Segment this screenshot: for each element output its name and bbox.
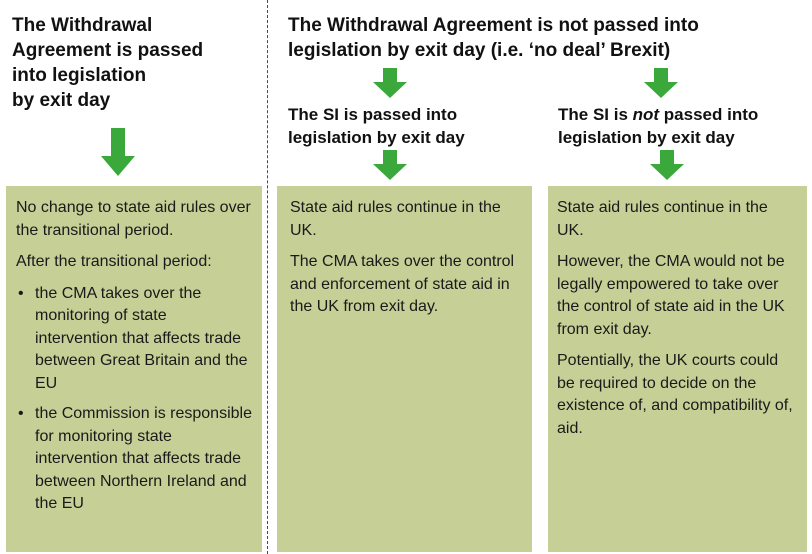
box-paragraph: However, the CMA would not be legally em… — [557, 253, 785, 338]
subheading-line: legislation by exit day — [558, 128, 735, 147]
heading-line: into legislation — [12, 65, 147, 86]
down-arrow-icon — [650, 150, 684, 180]
withdrawal-passed-heading: The Withdrawal Agreement is passed into … — [12, 13, 257, 113]
column-divider — [267, 0, 268, 554]
subheading-line: The SI is not passed into — [558, 103, 808, 126]
heading-line: legislation by exit day (i.e. ‘no deal’ … — [288, 40, 671, 61]
si-not-passed-subheading: The SI is not passed into legislation by… — [558, 103, 808, 149]
si-passed-box: State aid rules continue in the UK. The … — [277, 186, 532, 552]
withdrawal-passed-box: No change to state aid rules over the tr… — [6, 186, 262, 552]
bullet-item: the CMA takes over the monitoring of sta… — [16, 283, 252, 396]
heading-line: Agreement is passed — [12, 40, 204, 61]
bullet-item: the Commission is responsible for monito… — [16, 403, 252, 516]
bullet-list: the CMA takes over the monitoring of sta… — [16, 283, 252, 516]
heading-line: The Withdrawal Agreement is not passed i… — [288, 15, 699, 36]
subheading-text: passed into — [659, 105, 759, 124]
subheading-text: The SI is — [558, 105, 633, 124]
down-arrow-icon — [101, 128, 135, 176]
subheading-line: legislation by exit day — [288, 128, 465, 147]
box-paragraph: The CMA takes over the control and enfor… — [290, 253, 515, 315]
box-paragraph: State aid rules continue in the UK. — [290, 199, 501, 239]
box-paragraph: State aid rules continue in the UK. — [557, 199, 768, 239]
box-paragraph: Potentially, the UK courts could be requ… — [557, 352, 793, 437]
heading-line: by exit day — [12, 90, 111, 111]
subheading-emphasis: not — [632, 105, 660, 124]
si-not-passed-box: State aid rules continue in the UK. Howe… — [548, 186, 807, 552]
box-paragraph: No change to state aid rules over the tr… — [16, 199, 251, 239]
box-paragraph: After the transitional period: — [16, 253, 212, 270]
si-passed-subheading: The SI is passed into legislation by exi… — [288, 103, 538, 149]
withdrawal-not-passed-heading: The Withdrawal Agreement is not passed i… — [288, 13, 803, 63]
down-arrow-icon — [373, 68, 407, 98]
down-arrow-icon — [644, 68, 678, 98]
down-arrow-icon — [373, 150, 407, 180]
heading-line: The Withdrawal — [12, 15, 153, 36]
subheading-line: The SI is passed into — [288, 105, 458, 124]
